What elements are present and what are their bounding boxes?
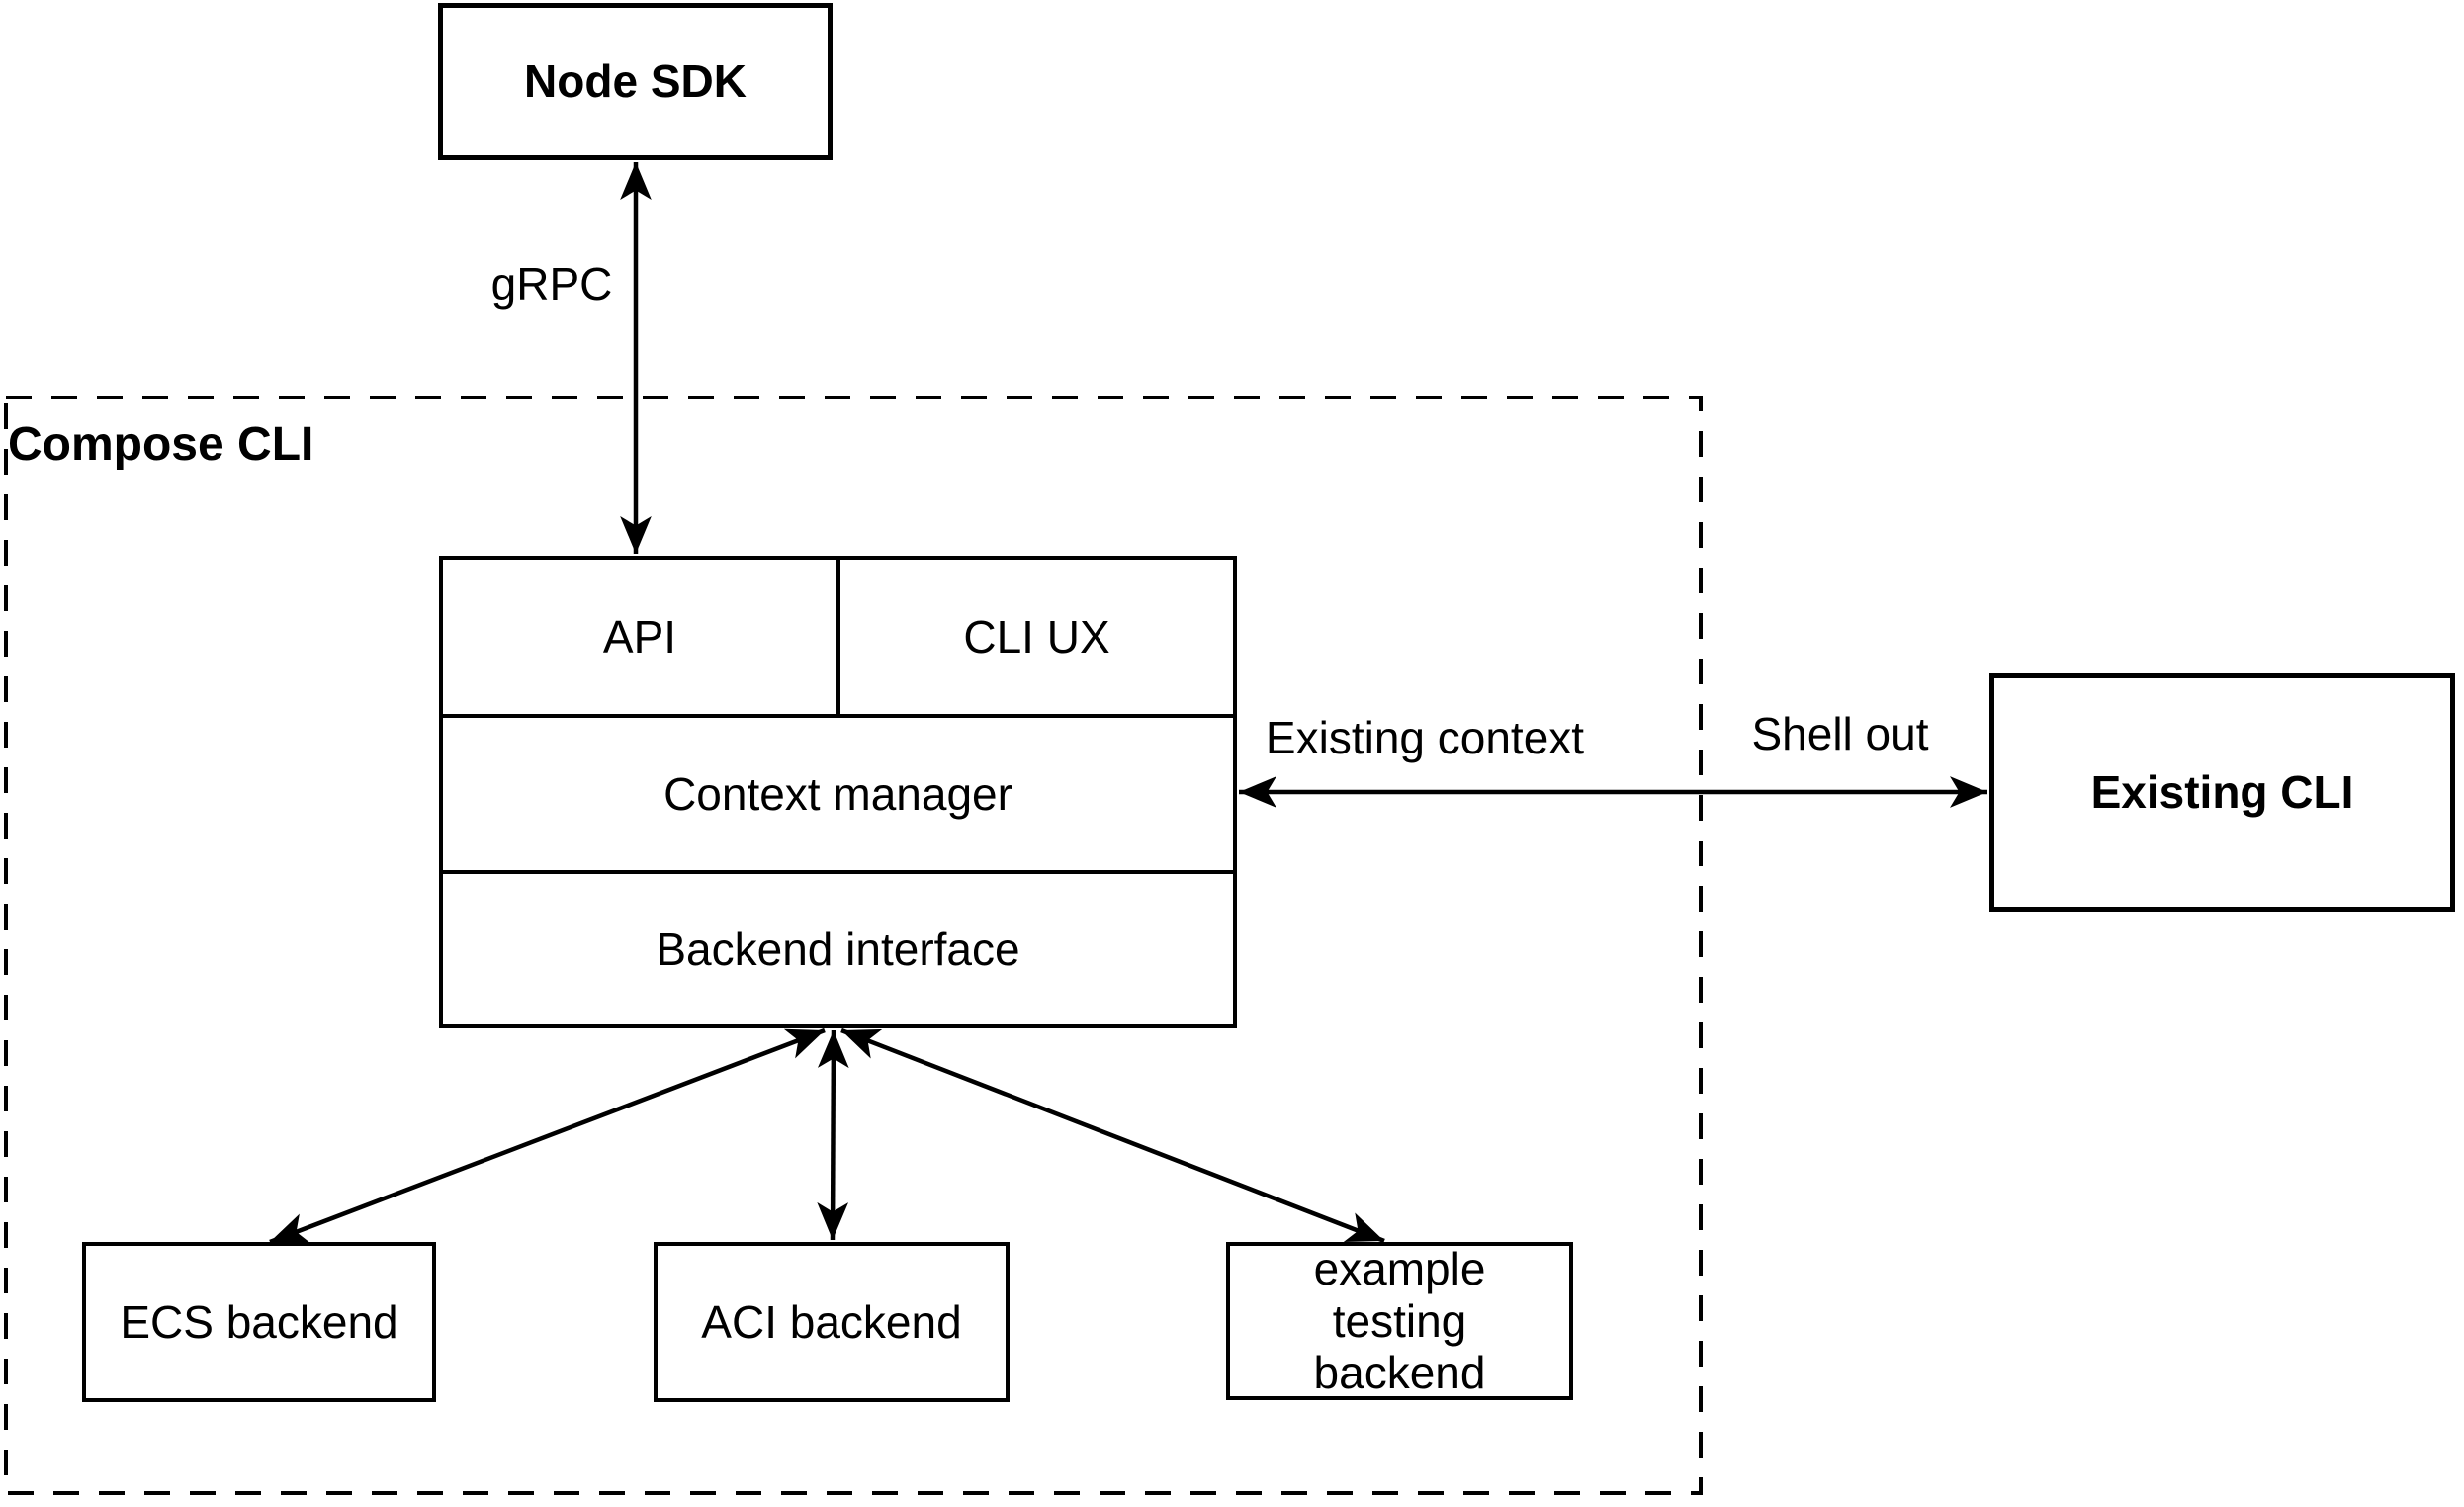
example-testing-backend-label: example testing backend <box>1313 1242 1486 1399</box>
ecs-backend-label: ECS backend <box>120 1295 398 1348</box>
api-cell: API <box>443 560 840 714</box>
aci-connector <box>817 1029 849 1241</box>
cli-ux-cell: CLI UX <box>840 560 1233 714</box>
existing-context-edge-label: Existing context <box>1265 712 1585 763</box>
node-sdk-label: Node SDK <box>524 55 747 108</box>
cli-ux-label: CLI UX <box>963 610 1110 663</box>
backend-interface-cell: Backend interface <box>443 870 1233 1024</box>
compose-cli-group-label: Compose CLI <box>8 418 314 471</box>
existing-cli-label: Existing CLI <box>2090 766 2354 819</box>
existing-cli-box: Existing CLI <box>1989 673 2455 912</box>
backend-interface-label: Backend interface <box>656 924 1020 976</box>
api-label: API <box>602 610 677 663</box>
ecs-backend-box: ECS backend <box>82 1242 436 1402</box>
context-manager-label: Context manager <box>663 767 1012 820</box>
node-sdk-box: Node SDK <box>438 3 833 160</box>
example-testing-connector <box>840 1027 1385 1244</box>
context-manager-cell: Context manager <box>443 713 1233 871</box>
example-testing-backend-box: example testing backend <box>1226 1242 1573 1400</box>
grpc-edge-label: gRPC <box>490 258 613 310</box>
compose-cli-stack: API CLI UX Context manager Backend inter… <box>439 556 1237 1028</box>
aci-backend-box: ACI backend <box>654 1242 1010 1402</box>
ecs-connector <box>269 1027 826 1245</box>
shell-out-edge-label: Shell out <box>1751 708 1929 759</box>
stack-top-row: API CLI UX <box>443 560 1233 714</box>
aci-backend-label: ACI backend <box>701 1295 962 1348</box>
